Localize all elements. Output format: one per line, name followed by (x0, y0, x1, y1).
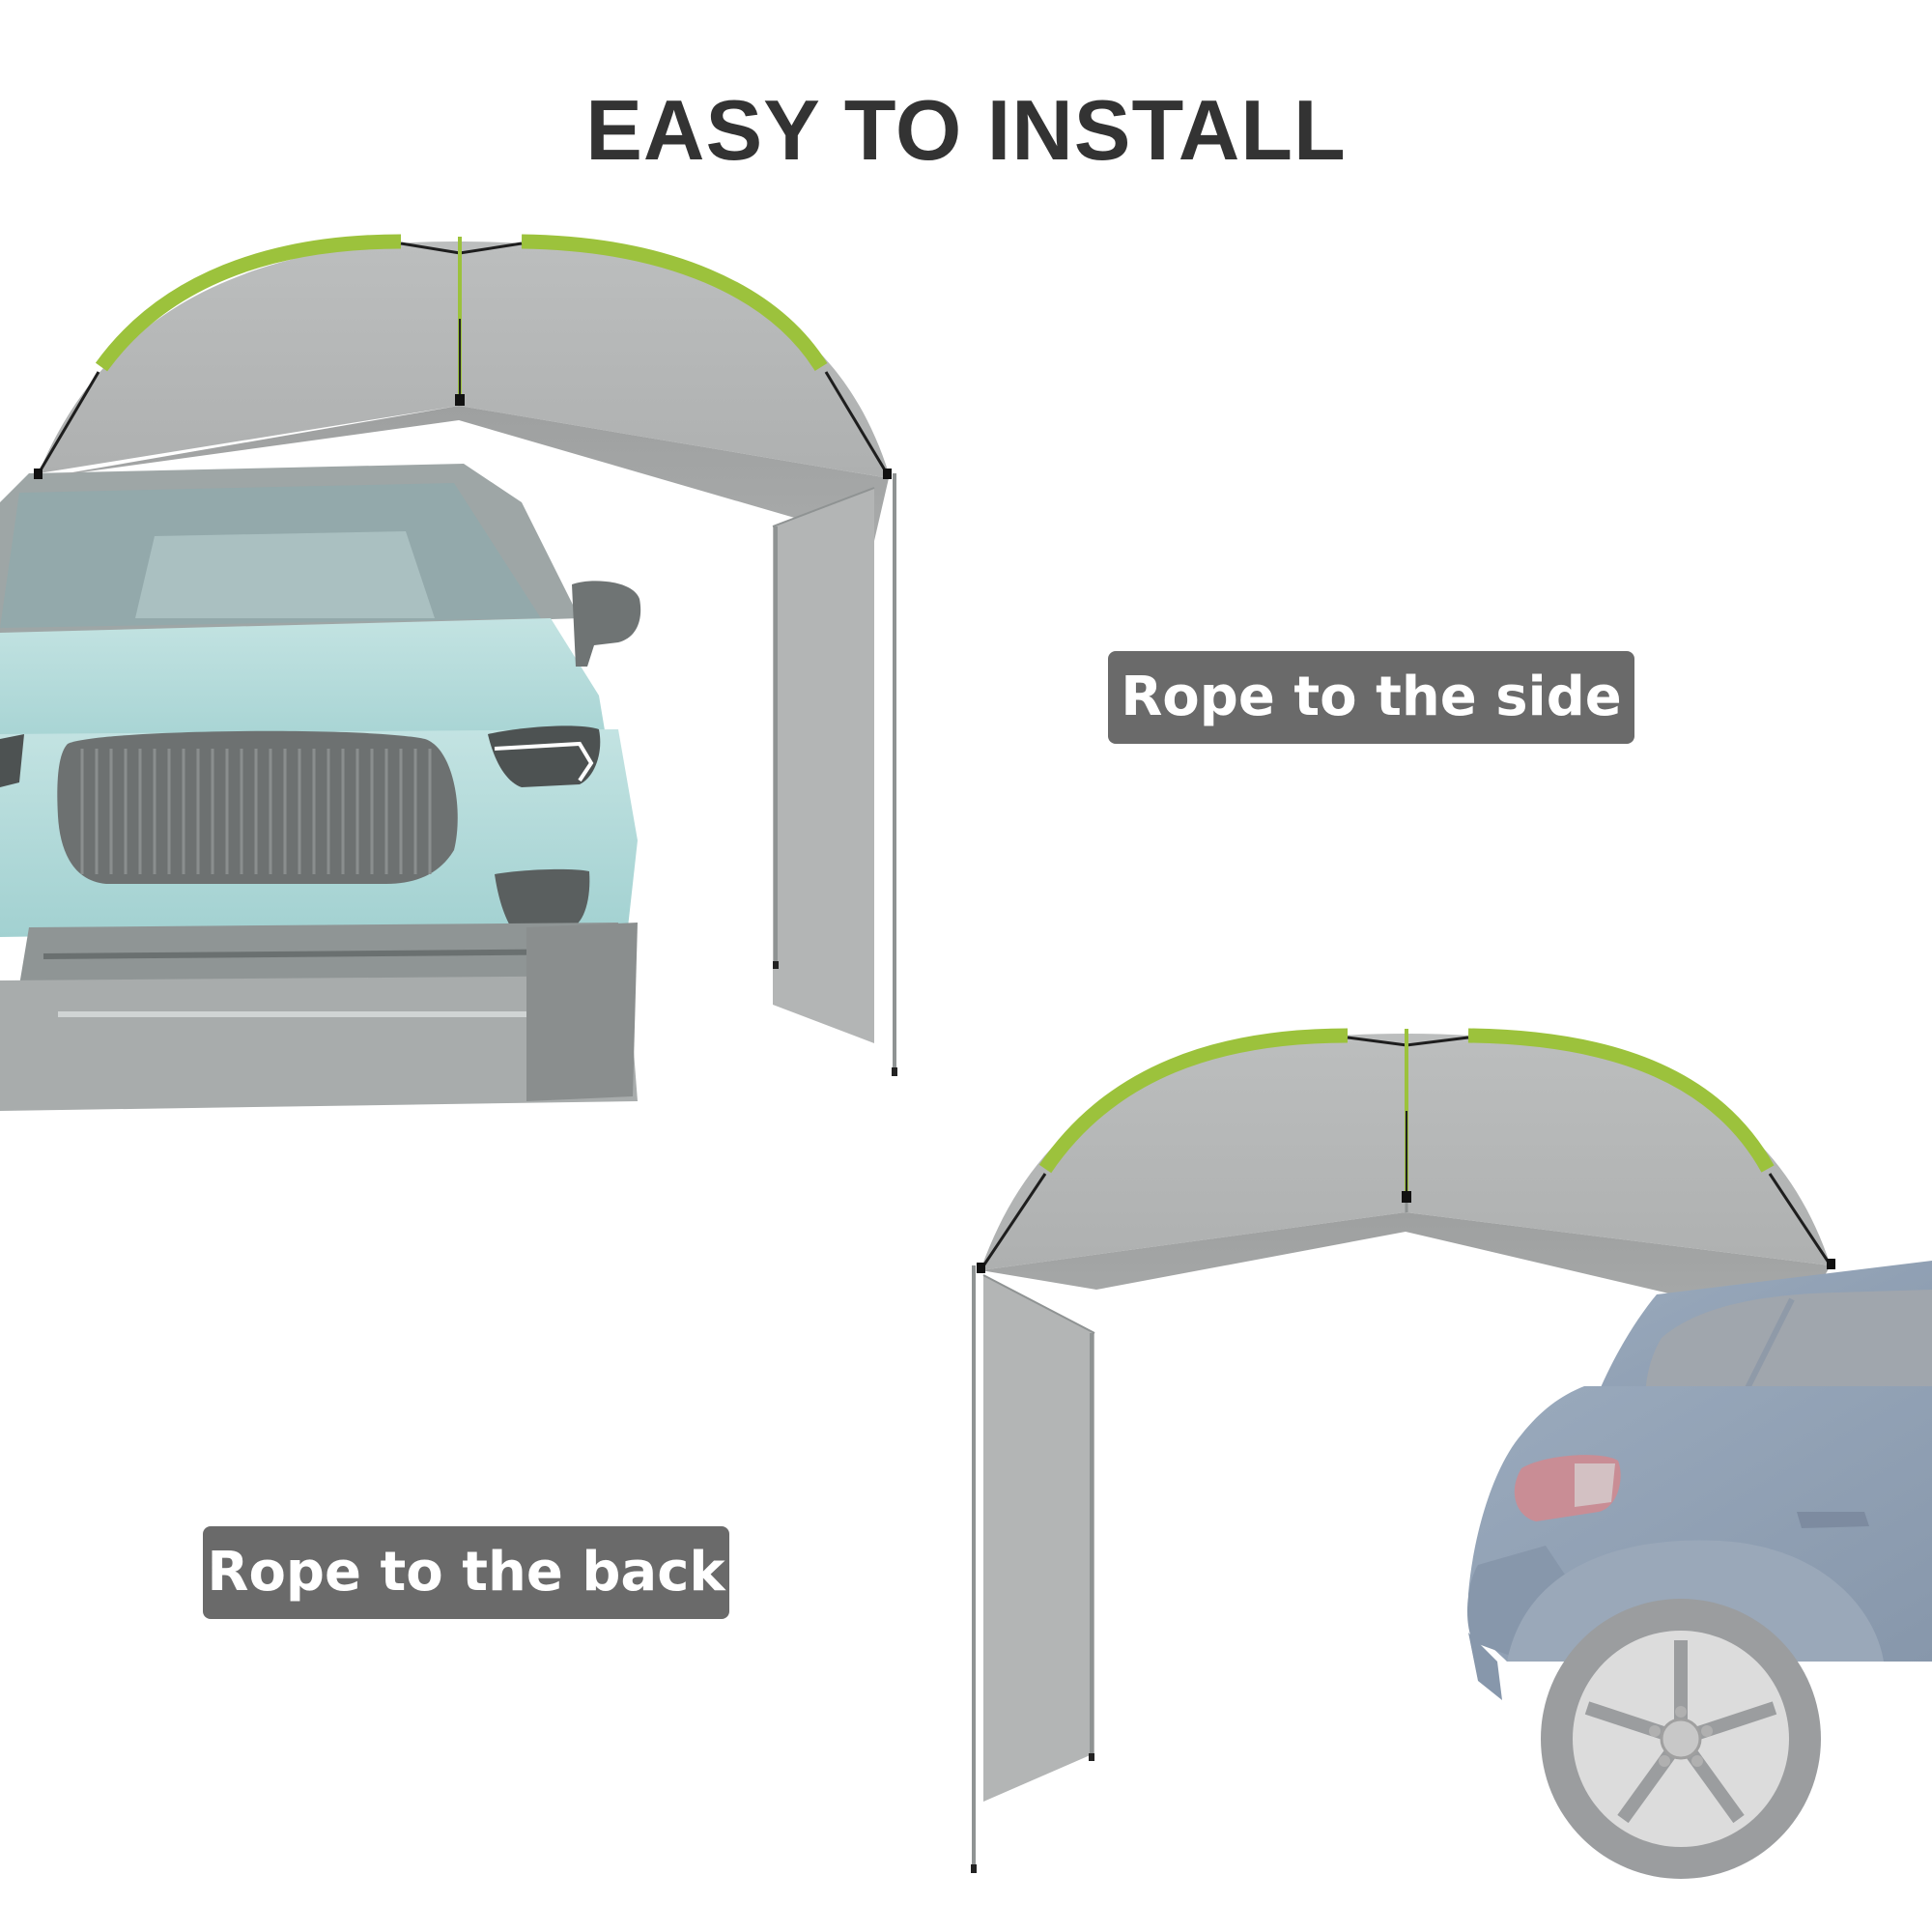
callout-rope-to-the-back: Rope to the back (203, 1526, 729, 1619)
hatchback-rear-view (1466, 1261, 1932, 1879)
callout-rope-to-the-side: Rope to the side (1108, 651, 1634, 744)
suv-front-view (0, 464, 641, 1111)
page-title: EASY TO INSTALL (585, 82, 1347, 178)
callout-label: Rope to the side (1121, 666, 1622, 728)
callout-label: Rope to the back (207, 1541, 725, 1604)
awning-back-illustration (971, 1028, 1932, 1879)
awning-side-illustration (0, 234, 897, 1111)
